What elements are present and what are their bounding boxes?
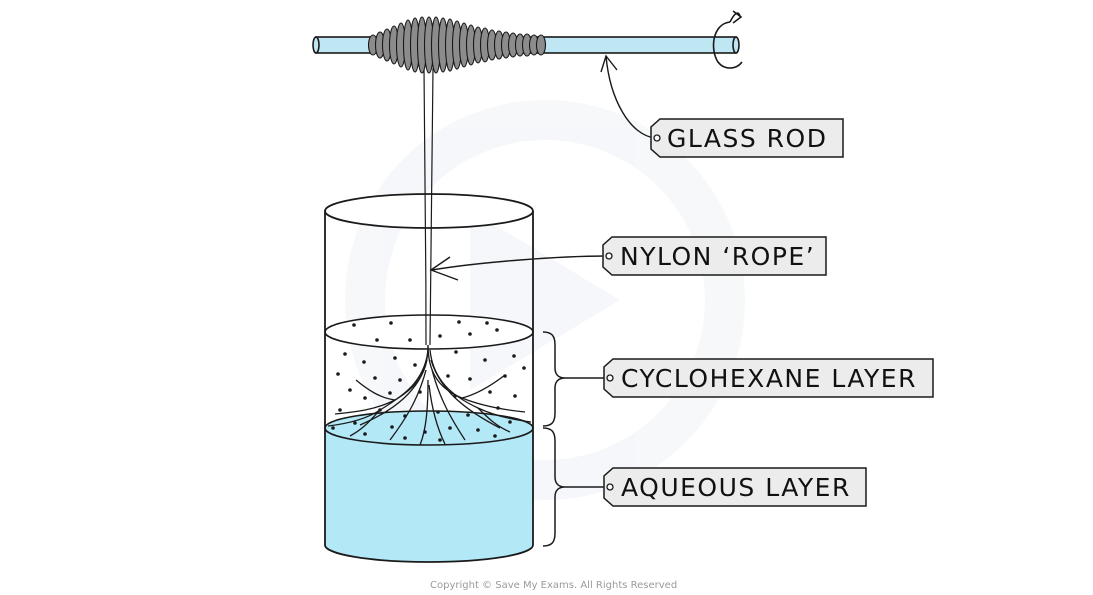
cyclohexane-layer-text: CYCLOHEXANE LAYER [621,364,917,393]
aqueous-liquid [325,428,533,562]
beaker [324,193,534,563]
cyclohexane-layer-label: CYCLOHEXANE LAYER [542,331,934,427]
wound-nylon-coil [367,16,547,74]
nylon-rope-text: NYLON ‘ROPE’ [620,242,815,271]
copyright-text: Copyright © Save My Exams. All Rights Re… [430,580,677,591]
glass-rod-text: GLASS ROD [667,124,827,153]
glass-rod-label: GLASS ROD [600,54,844,158]
aqueous-layer-label: AQUEOUS LAYER [542,427,867,547]
nylon-film-strands [327,344,532,446]
rotation-arrow-icon [712,10,743,69]
nylon-rope-thread [423,67,434,346]
watermark-logo [345,100,745,500]
nylon-rope-label: NYLON ‘ROPE’ [429,236,827,281]
aqueous-layer-text: AQUEOUS LAYER [621,473,851,502]
cyclohexane-surface [324,314,534,350]
